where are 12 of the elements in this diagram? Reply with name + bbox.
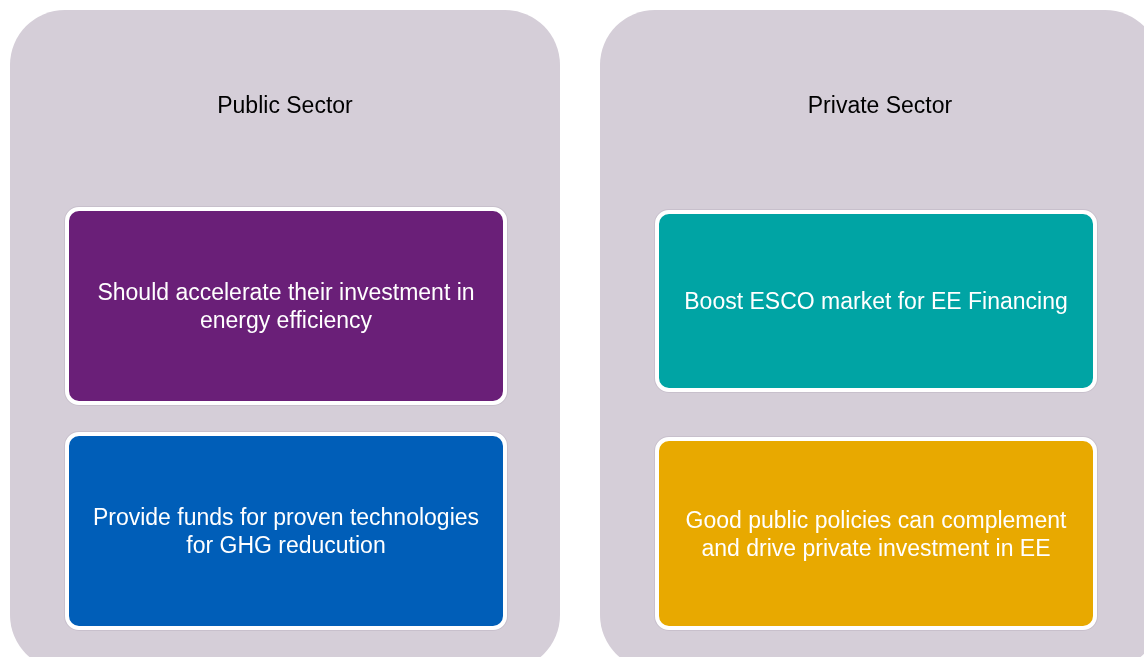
panel-heading: Public Sector <box>217 92 353 119</box>
sector-panel <box>10 10 560 657</box>
sector-panel <box>600 10 1144 657</box>
statement-text: Provide funds for proven technologies for GHG reducution <box>91 503 481 559</box>
statement-text: Boost ESCO market for EE Financing <box>684 287 1068 315</box>
panel-heading: Private Sector <box>807 92 953 119</box>
statement-text: Should accelerate their investment in energy efficiency <box>96 278 476 334</box>
statement-box <box>65 432 507 630</box>
statement-box <box>655 437 1097 630</box>
statement-text: Good public policies can complement and drive private investment in EE <box>684 505 1068 562</box>
statement-box <box>655 210 1097 392</box>
statement-box <box>65 207 507 405</box>
